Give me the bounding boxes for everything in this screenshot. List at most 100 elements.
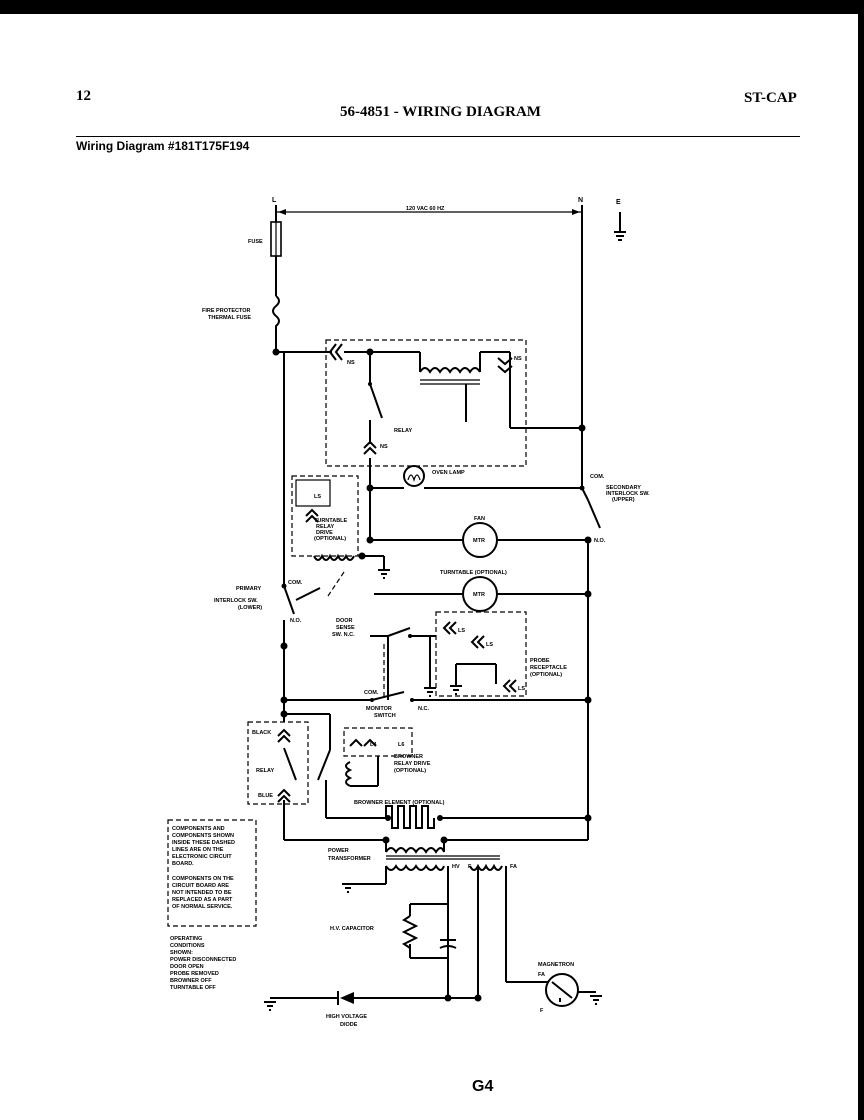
earth-ground-symbol <box>614 212 626 241</box>
label-tt-relay-1: TURNTABLE <box>314 518 348 524</box>
label-com-monitor: COM. <box>364 690 379 696</box>
label-browner-2: RELAY DRIVE <box>394 761 431 767</box>
probe-receptacle <box>424 611 527 697</box>
label-fire-protector-2: THERMAL FUSE <box>208 315 251 321</box>
label-f-tap: F <box>468 864 472 870</box>
label-diode-1: HIGH VOLTAGE <box>326 1014 367 1020</box>
label-browner-3: (OPTIONAL) <box>394 768 426 774</box>
header-rule <box>76 136 800 137</box>
label-power-2: TRANSFORMER <box>328 856 371 862</box>
note-line: LINES ARE ON THE <box>172 847 224 853</box>
label-ns-right: NS <box>514 356 522 362</box>
label-e: E <box>616 199 621 206</box>
label-door-1: DOOR <box>336 618 353 624</box>
label-blue: BLUE <box>258 793 273 799</box>
label-probe-1: PROBE <box>530 658 550 664</box>
label-f-mag: F <box>540 1008 544 1014</box>
condition-line: DOOR OPEN <box>170 964 204 970</box>
note-line: REPLACED AS A PART <box>172 897 233 903</box>
label-oven-lamp: OVEN LAMP <box>432 470 465 476</box>
label-hv-capacitor: H.V. CAPACITOR <box>330 926 374 932</box>
label-monitor-2: SWITCH <box>374 713 396 719</box>
fuse-symbol <box>270 221 282 257</box>
condition-line: PROBE REMOVED <box>170 971 219 977</box>
page-title: 56-4851 - WIRING DIAGRAM <box>340 104 541 120</box>
label-relay-lower: RELAY <box>256 768 274 774</box>
primary-interlock-switch <box>281 583 321 615</box>
turntable-motor-symbol <box>462 576 498 612</box>
monitor-switch <box>370 691 414 702</box>
door-sense-switch <box>383 627 412 700</box>
ns-top-contact <box>328 343 343 361</box>
label-l: L <box>272 197 277 204</box>
label-ls-probe-3: LS <box>518 686 525 692</box>
note-line: COMPONENTS ON THE <box>172 876 234 882</box>
label-fa-mag: FA <box>538 972 545 978</box>
label-mtr-tt: MTR <box>473 592 485 598</box>
footer-page-label: G4 <box>472 1078 494 1095</box>
label-probe-2: RECEPTACLE <box>530 665 567 671</box>
note-line: INSIDE THESE DASHED <box>172 840 235 846</box>
diagram-labels: L N E 120 VAC 60 HZ FUSE FIRE PROTECTOR … <box>202 197 650 1028</box>
label-ns-relay: NS <box>380 444 388 450</box>
note-line: BOARD. <box>172 861 194 867</box>
label-l4: L4 <box>370 742 377 748</box>
label-diode-2: DIODE <box>340 1022 358 1028</box>
label-door-3: SW. N.C. <box>332 632 355 638</box>
hv-diode-symbol <box>264 991 354 1011</box>
diagram-subtitle: Wiring Diagram #181T175F194 <box>76 139 250 153</box>
label-browner-element: BROWNER ELEMENT (OPTIONAL) <box>354 800 445 806</box>
label-ns-top: NS <box>347 360 355 366</box>
label-black: BLACK <box>252 730 271 736</box>
hv-capacitor-symbol <box>401 904 457 958</box>
label-fan: FAN <box>474 516 485 522</box>
label-ls-probe-2: LS <box>486 642 493 648</box>
fan-motor-symbol <box>462 522 498 558</box>
magnetron-symbol <box>545 973 602 1007</box>
note-line: ELECTRONIC CIRCUIT <box>172 854 232 860</box>
label-fa-tap: FA <box>510 864 517 870</box>
label-door-2: SENSE <box>336 625 355 631</box>
label-browner-1: BROWNER <box>394 754 423 760</box>
note-line: OF NORMAL SERVICE. <box>172 904 233 910</box>
label-supply: 120 VAC 60 HZ <box>406 206 445 212</box>
relay-switch <box>363 382 383 455</box>
secondary-interlock-switch <box>579 485 601 529</box>
label-hv: HV <box>452 864 460 870</box>
label-relay: RELAY <box>394 428 412 434</box>
junction-dots <box>272 348 592 1002</box>
lower-relay <box>247 721 331 805</box>
turntable-relay-drive <box>291 475 390 597</box>
label-com-primary: COM. <box>288 580 303 586</box>
thermal-fuse-symbol <box>272 295 280 330</box>
label-secondary-3: (UPPER) <box>612 497 635 503</box>
note-line: CIRCUIT BOARD ARE <box>172 883 229 889</box>
scan-right-border <box>858 0 864 1120</box>
note-line: COMPONENTS AND <box>172 826 225 832</box>
label-probe-3: (OPTIONAL) <box>530 672 562 678</box>
label-fuse: FUSE <box>248 239 263 245</box>
label-no-secondary: N.O. <box>594 538 606 544</box>
label-no-primary: N.O. <box>290 618 302 624</box>
scan-top-border <box>0 0 864 14</box>
label-monitor-1: MONITOR <box>366 706 392 712</box>
label-secondary-1: SECONDARY <box>606 485 641 491</box>
page-number: 12 <box>76 88 91 104</box>
document-code: ST-CAP <box>744 90 797 106</box>
circuit-board-note: COMPONENTS AND COMPONENTS SHOWN INSIDE T… <box>167 819 257 927</box>
oven-lamp-symbol <box>403 465 425 487</box>
browner-relay-drive <box>343 727 413 787</box>
condition-line: POWER DISCONNECTED <box>170 957 236 963</box>
operating-conditions-note: OPERATING CONDITIONS SHOWN: POWER DISCON… <box>170 936 236 991</box>
label-l6: L6 <box>398 742 404 748</box>
wires <box>270 205 596 1002</box>
label-secondary-2: INTERLOCK SW. <box>606 491 650 497</box>
label-turntable: TURNTABLE (OPTIONAL) <box>440 570 507 576</box>
label-ls-tt: LS <box>314 494 321 500</box>
label-n: N <box>578 197 583 204</box>
label-tt-relay-3: DRIVE <box>316 530 333 536</box>
label-fire-protector-1: FIRE PROTECTOR <box>202 308 251 314</box>
condition-line: TURNTABLE OFF <box>170 985 216 991</box>
label-power-1: POWER <box>328 848 349 854</box>
